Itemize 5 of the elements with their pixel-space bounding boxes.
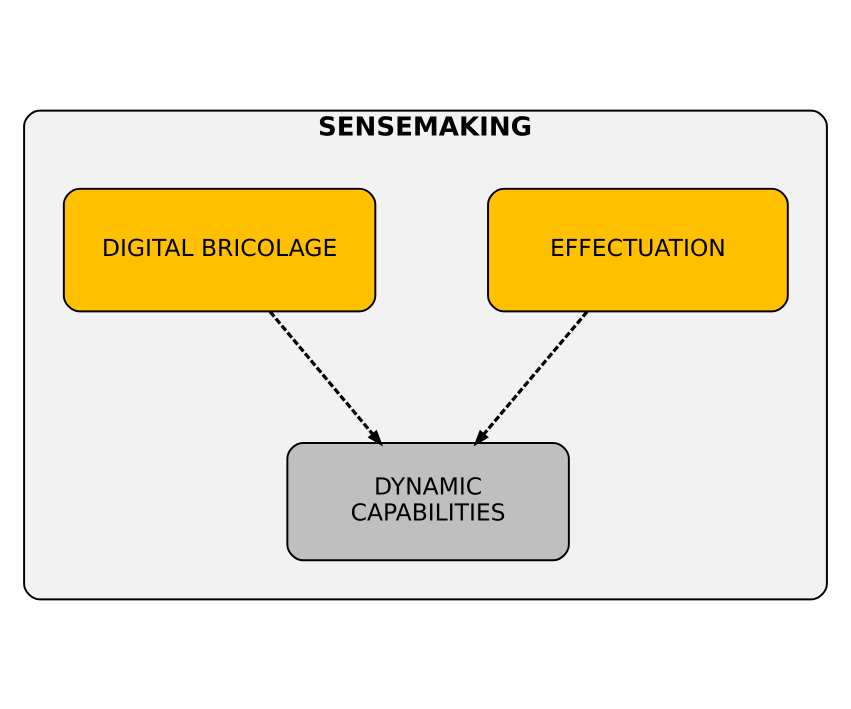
arrow [268, 310, 384, 446]
arrow [473, 310, 588, 446]
node-box: EFFECTUATION [487, 187, 789, 312]
node-box: DIGITAL BRICOLAGE [62, 187, 376, 312]
node-box: DYNAMIC CAPABILITIES [286, 442, 570, 561]
